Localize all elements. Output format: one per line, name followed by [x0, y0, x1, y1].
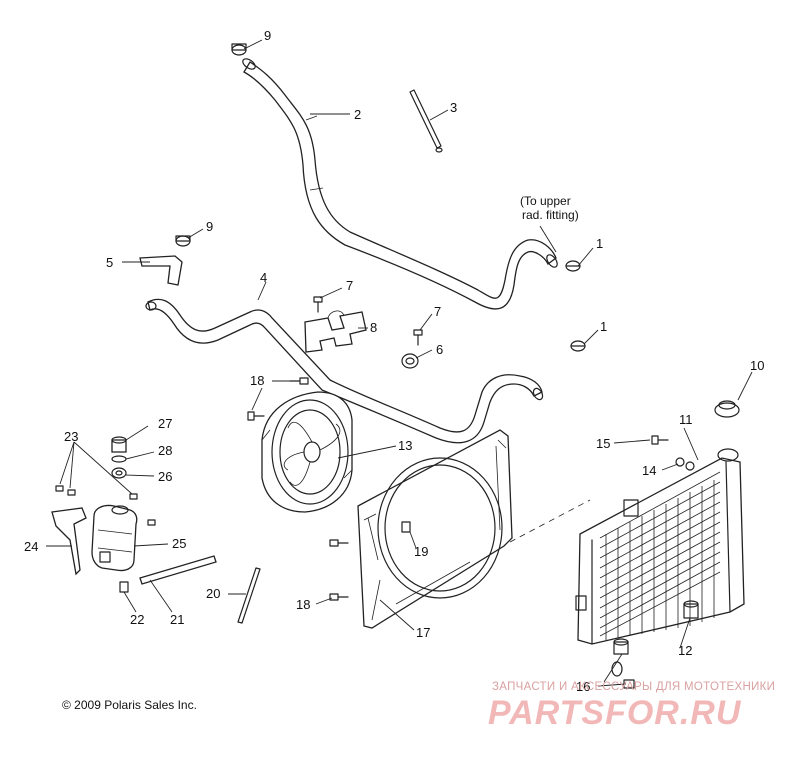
callout-19: 19 [414, 544, 428, 559]
callout-8: 8 [370, 320, 377, 335]
alignment-guides [509, 499, 591, 543]
callout-22: 22 [130, 612, 144, 627]
callout-16: 16 [576, 679, 590, 694]
callout-7-left: 7 [346, 278, 353, 293]
watermark-tagline: ЗАПЧАСТИ И АКСЕССУАРЫ ДЛЯ МОТОТЕХНИКИ [492, 681, 776, 693]
part-9-clamp-lower [175, 235, 191, 247]
part-18-bolt-d [329, 593, 349, 601]
part-9-clamp-upper [231, 43, 247, 56]
leader-lines [46, 39, 753, 687]
part-19-clip [401, 521, 411, 533]
callout-1-lower: 1 [600, 319, 607, 334]
callout-26: 26 [158, 469, 172, 484]
callout-9-lower: 9 [206, 219, 213, 234]
part-18-bolt-c [329, 539, 349, 547]
callout-14: 14 [642, 463, 656, 478]
copyright-notice: © 2009 Polaris Sales Inc. [62, 698, 197, 712]
part-8-hose-bracket [304, 310, 367, 353]
callout-17: 17 [416, 625, 430, 640]
callout-21: 21 [170, 612, 184, 627]
part-15-screw [651, 435, 669, 445]
callout-6: 6 [436, 342, 443, 357]
part-14-nuts [675, 457, 695, 471]
callout-9-upper: 9 [264, 28, 271, 43]
callout-3: 3 [450, 100, 457, 115]
callout-18-upper: 18 [250, 373, 264, 388]
callout-10: 10 [750, 358, 764, 373]
callout-27: 27 [158, 416, 172, 431]
callout-15: 15 [596, 436, 610, 451]
part-18-bolt-b [247, 411, 265, 421]
part-11-radiator [575, 457, 745, 645]
callout-25: 25 [172, 536, 186, 551]
part-17-fan-shroud [357, 429, 513, 629]
part-6-grommet [401, 353, 419, 369]
part-5-hose-adapter [139, 255, 183, 286]
part-28-o-ring [111, 455, 127, 463]
callout-11: 11 [679, 412, 693, 427]
part-1-clamp-b [570, 340, 586, 352]
note-upper-fitting-line1: (To upper [520, 194, 571, 208]
part-23-screws [55, 485, 156, 526]
callout-12: 12 [678, 643, 692, 658]
part-21-overflow-hose [139, 555, 217, 585]
callout-20: 20 [206, 586, 220, 601]
part-18-bolt-a [289, 377, 309, 385]
part-25-coolant-reservoir [91, 504, 138, 572]
part-4-lower-hose [145, 298, 544, 444]
callout-24: 24 [24, 539, 38, 554]
part-7-bolt-b [413, 329, 423, 346]
part-10-radiator-cap [714, 400, 740, 418]
callout-28: 28 [158, 443, 172, 458]
part-12-drain-fittings [613, 600, 699, 655]
watermark-logo: PARTSFOR.RU [488, 694, 742, 732]
note-upper-fitting-line2: rad. fitting) [522, 208, 579, 222]
radiator-filler-neck [717, 448, 739, 462]
part-13-fan-assembly [261, 391, 353, 513]
callout-7-right: 7 [434, 304, 441, 319]
part-1-clamp-a [565, 260, 581, 272]
part-3-vent-tube [409, 89, 443, 153]
part-2-upper-hose [242, 58, 558, 310]
callout-13: 13 [398, 438, 412, 453]
part-26-grommet [111, 467, 127, 479]
callout-1-upper: 1 [596, 236, 603, 251]
part-20-vent-tube [237, 567, 261, 624]
callout-2: 2 [354, 107, 361, 122]
callout-5: 5 [106, 255, 113, 270]
part-24-reservoir-bracket [51, 507, 87, 576]
callout-labels: 9 2 3 1 9 5 4 7 7 8 6 1 18 13 10 11 15 1… [24, 28, 764, 694]
callout-4: 4 [260, 270, 267, 285]
callout-23: 23 [64, 429, 78, 444]
part-27-reservoir-cap [111, 436, 127, 453]
part-7-bolt-a [313, 296, 323, 313]
part-22-hose-clip [119, 581, 129, 593]
callout-18-lower: 18 [296, 597, 310, 612]
